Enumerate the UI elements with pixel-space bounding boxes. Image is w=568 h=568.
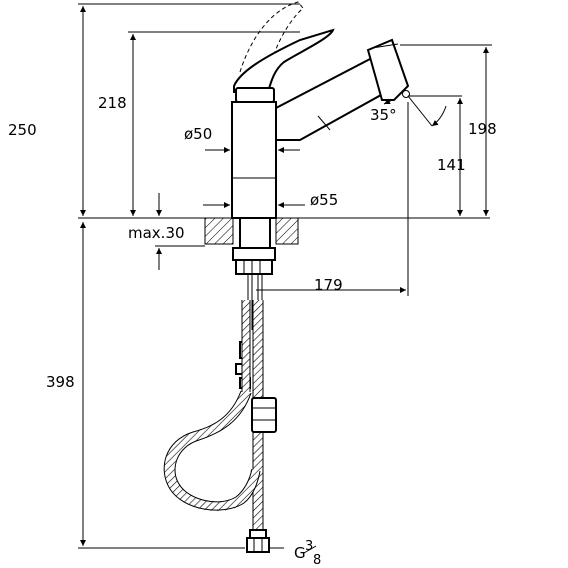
- dim-141-label: 141: [437, 156, 466, 174]
- dim-218-label: 218: [98, 94, 127, 112]
- dim-179: 179: [256, 102, 409, 296]
- dim-198: 198: [400, 44, 497, 216]
- dim-141: 141: [437, 98, 466, 216]
- dim-connection: G 3 8: [270, 539, 321, 568]
- dim-angle: 35°: [370, 95, 462, 127]
- dim-o55-label: ø55: [310, 191, 338, 209]
- dim-398-label: 398: [46, 373, 75, 391]
- connection-den: 8: [313, 553, 321, 568]
- supply-hoses: [163, 300, 277, 553]
- dim-o50: ø50: [184, 125, 300, 153]
- dim-max30: max.30: [128, 193, 205, 270]
- dim-218: 218: [98, 31, 300, 216]
- dim-o55: ø55: [203, 191, 338, 209]
- dim-198-label: 198: [468, 120, 497, 138]
- dim-179-label: 179: [314, 276, 343, 294]
- connection-num: 3: [305, 539, 313, 554]
- connection-g: G: [294, 544, 306, 562]
- dim-angle-label: 35°: [370, 106, 397, 124]
- countertop-section: [204, 217, 299, 245]
- dim-398: 398: [46, 222, 245, 549]
- dim-250-label: 250: [8, 121, 37, 139]
- dim-250: 250: [8, 3, 300, 216]
- dim-o50-label: ø50: [184, 125, 212, 143]
- dim-max30-label: max.30: [128, 224, 185, 242]
